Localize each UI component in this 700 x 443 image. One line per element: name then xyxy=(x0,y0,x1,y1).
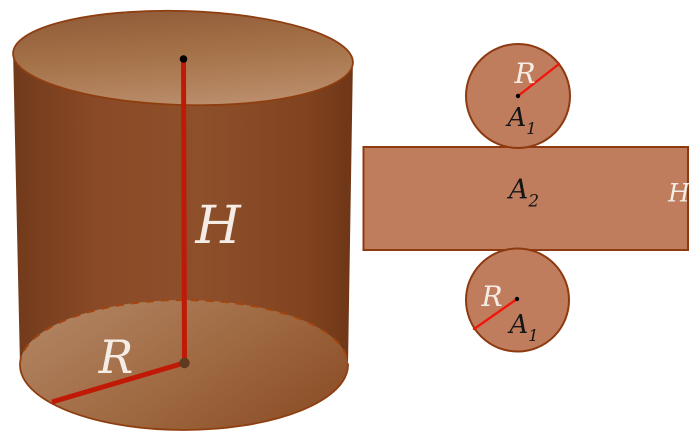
cylinder-bottom-center-dot xyxy=(179,357,190,369)
cylinder-radius-line xyxy=(51,360,185,405)
net-rectangle xyxy=(362,146,689,251)
cylinder-top-center-dot xyxy=(179,55,188,63)
net-top-radius-line xyxy=(516,62,561,98)
net-top-center-dot xyxy=(515,93,521,99)
cylinder-axis-line xyxy=(181,59,187,364)
cylinder-bottom-front-edge xyxy=(19,364,349,431)
cylinder-bottom-hidden-edge xyxy=(19,299,349,366)
net-bottom-radius-line xyxy=(472,297,519,331)
net-bottom-center-dot xyxy=(514,296,520,302)
